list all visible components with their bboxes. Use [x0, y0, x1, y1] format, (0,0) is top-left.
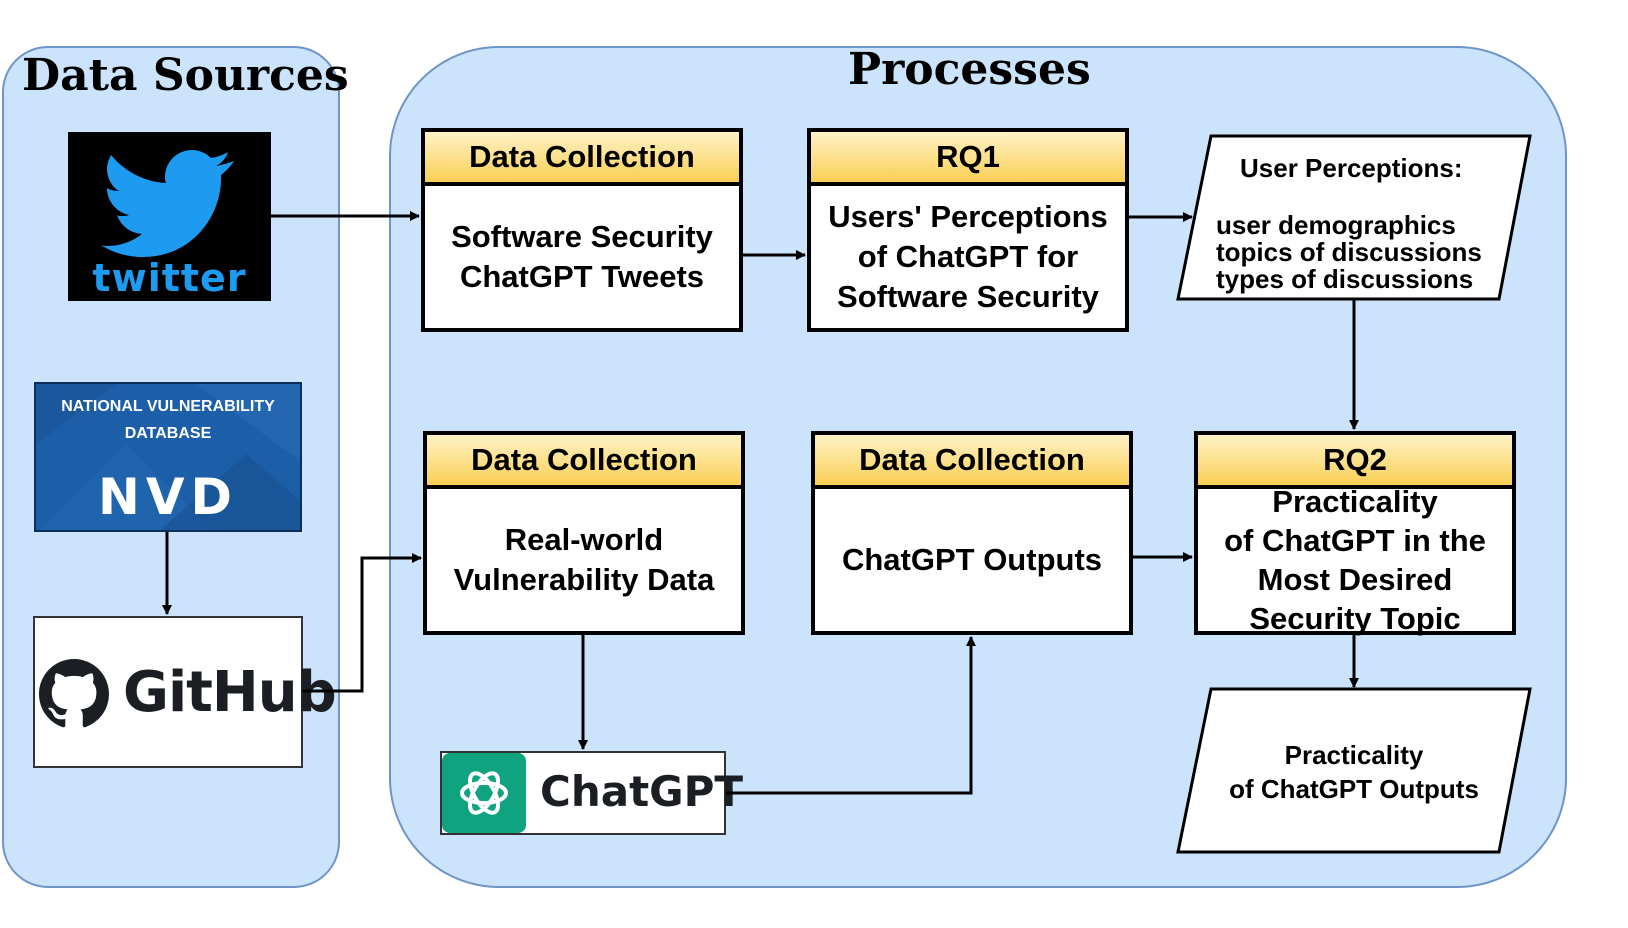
box-body: ChatGPT Outputs: [841, 542, 1103, 577]
nvd-pattern-icon: [36, 384, 300, 530]
practicality-output-text: Practicality of ChatGPT Outputs: [1229, 740, 1479, 804]
box-body: Users' Perceptions of ChatGPT for Softwa…: [828, 199, 1108, 314]
chatgpt-icon: [442, 753, 526, 833]
nvd-logo: NATIONAL VULNERABILITY DATABASE NVD: [34, 382, 302, 532]
nvd-mark: NVD: [97, 468, 239, 526]
box-header: Data Collection: [425, 132, 739, 186]
arrow-github-to-collection: [303, 553, 422, 693]
user-perceptions-items: user demographics topics of discussions …: [1216, 210, 1482, 294]
box-header: Data Collection: [427, 435, 741, 489]
rq2-box: RQ2 Practicality of ChatGPT in the Most …: [1194, 431, 1516, 636]
box-header: RQ1: [811, 132, 1125, 186]
box-body: Real-world Vulnerability Data: [453, 522, 715, 597]
box-body: Software Security ChatGPT Tweets: [451, 219, 713, 294]
user-perceptions-parallelogram: [1176, 134, 1532, 301]
processes-title: Processes: [848, 44, 1091, 95]
data-collection-tweets-box: Data Collection Software Security ChatGP…: [421, 128, 743, 332]
github-logo: GitHub: [33, 616, 337, 768]
nvd-title-line2: DATABASE: [124, 425, 212, 442]
github-wordmark: GitHub: [123, 660, 337, 725]
chatgpt-logo: ChatGPT: [440, 751, 743, 835]
twitter-wordmark: twitter: [92, 256, 247, 300]
twitter-bird-icon: [101, 150, 234, 257]
user-perceptions-title: User Perceptions:: [1240, 153, 1463, 183]
box-header: RQ2: [1198, 435, 1512, 489]
chatgpt-wordmark: ChatGPT: [540, 767, 744, 816]
github-octocat-icon: [39, 659, 109, 728]
arrow-chatgpt-to-outputs: [726, 636, 976, 795]
box-body: Practicality of ChatGPT in the Most Desi…: [1224, 484, 1486, 636]
rq1-box: RQ1 Users' Perceptions of ChatGPT for So…: [807, 128, 1129, 332]
practicality-parallelogram: [1176, 687, 1532, 854]
box-header: Data Collection: [815, 435, 1129, 489]
twitter-logo: twitter: [68, 132, 271, 301]
data-collection-outputs-box: Data Collection ChatGPT Outputs: [811, 431, 1133, 635]
nvd-title-line1: NATIONAL VULNERABILITY: [61, 398, 275, 415]
data-collection-vulnerability-box: Data Collection Real-world Vulnerability…: [423, 431, 745, 635]
data-sources-title: Data Sources: [22, 50, 349, 101]
